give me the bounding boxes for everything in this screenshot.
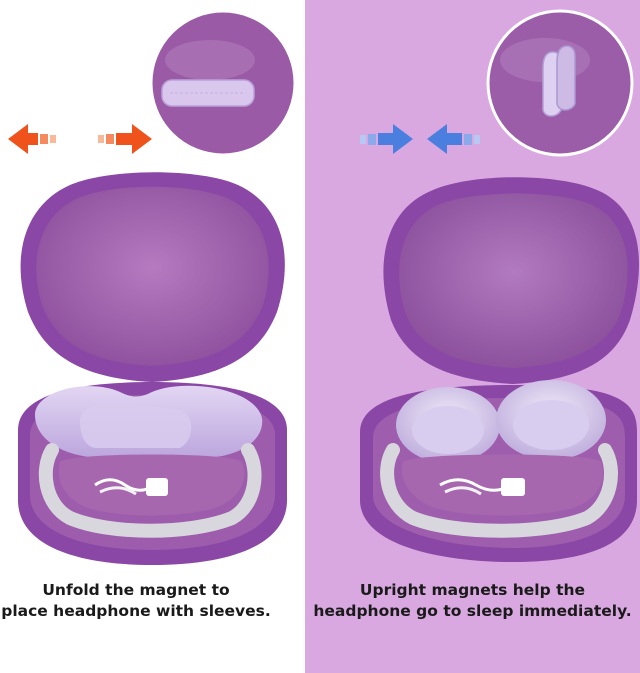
left-caption-line1: Unfold the magnet to: [42, 581, 230, 599]
right-caption: Upright magnets help the headphone go to…: [305, 580, 640, 622]
outward-double-arrow-icon: [8, 124, 152, 154]
right-scene: [360, 9, 640, 562]
headphones-with-sleeves: [35, 385, 263, 538]
inward-double-arrow-icon: [360, 124, 480, 154]
left-caption-line2: place headphone with sleeves.: [1, 602, 271, 620]
headphones-upright: [380, 380, 618, 538]
upright-magnet-detail-photo: [486, 9, 634, 157]
case-lid: [20, 172, 285, 382]
right-caption-line1: Upright magnets help the: [359, 581, 586, 599]
left-caption: Unfold the magnet to place headphone wit…: [0, 580, 272, 622]
right-caption-line2: headphone go to sleep immediately.: [313, 602, 632, 620]
magnet-detail-photo: [149, 9, 297, 157]
case-lid: [383, 177, 640, 384]
left-scene: [8, 9, 297, 565]
